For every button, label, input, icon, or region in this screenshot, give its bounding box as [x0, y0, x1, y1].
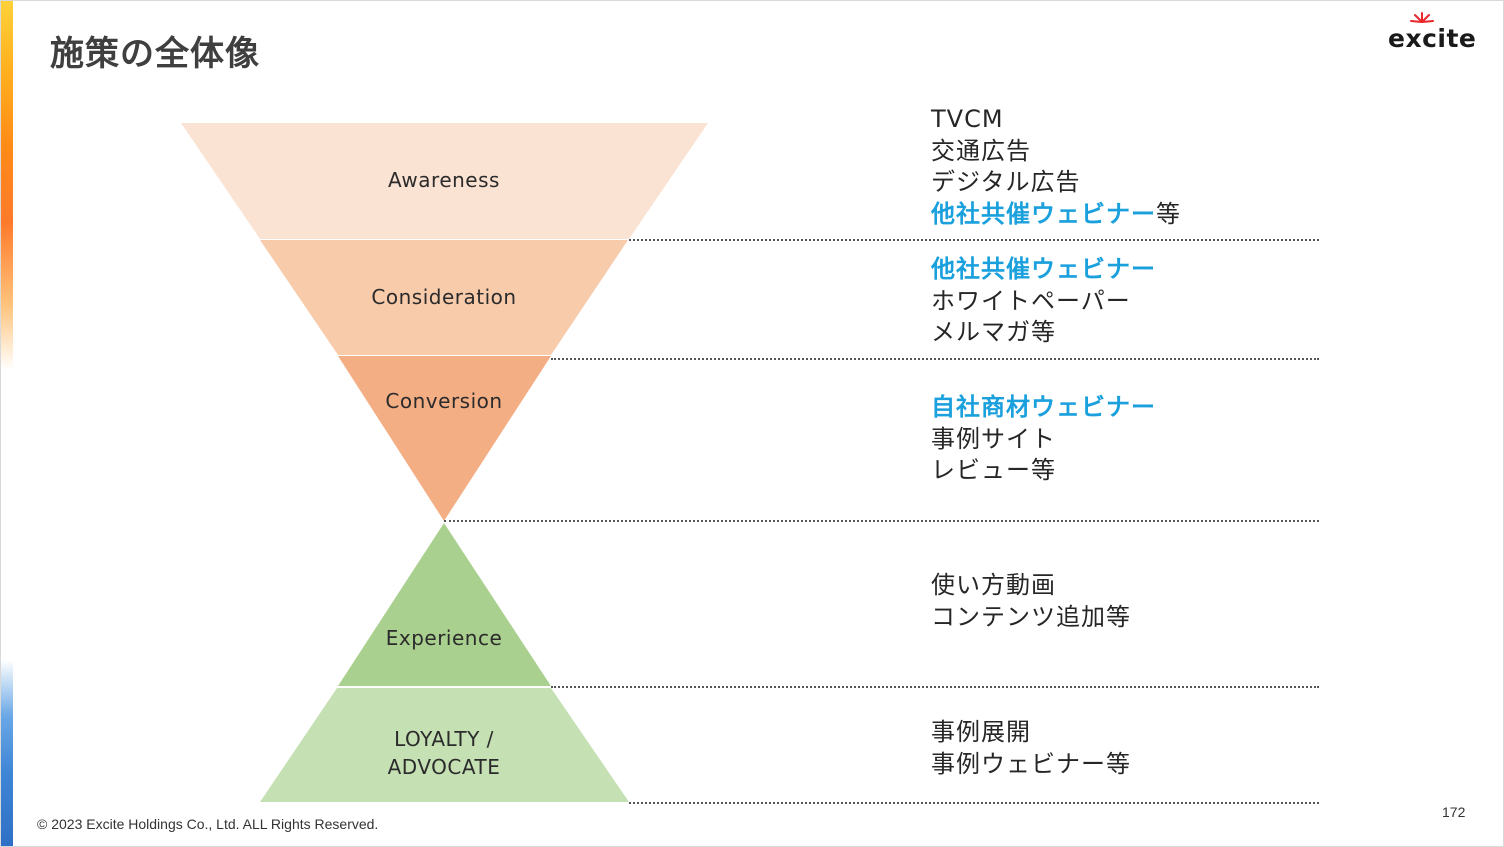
stage-loyalty-advocate: [260, 688, 629, 802]
tactic-item: 交通広告: [931, 136, 1031, 165]
logo-text: excite: [1388, 24, 1477, 53]
stage-consideration: [260, 240, 628, 355]
tactic-item: 他社共催ウェビナー等: [931, 199, 1181, 231]
tactic-item: 他社共催ウェビナー: [931, 254, 1156, 286]
tactic-item: コンテンツ追加等: [931, 602, 1131, 631]
tactics-awareness: TVCM 交通広告 デジタル広告 他社共催ウェビナー等: [931, 104, 1181, 230]
stage-label-loyalty-line1: LOYALTY /: [394, 727, 494, 751]
tactic-item: 自社商材ウェビナー: [931, 392, 1156, 424]
footer-copyright: © 2023 Excite Holdings Co., Ltd. ALL Rig…: [37, 816, 379, 832]
divider-line: [551, 686, 1319, 688]
stage-label-consideration: Consideration: [371, 285, 516, 309]
divider-line: [551, 358, 1319, 360]
tactic-item: ホワイトペーパー: [931, 286, 1131, 315]
stage-label-loyalty-line2: ADVOCATE: [388, 755, 501, 779]
logo-burst-icon: [1410, 12, 1434, 23]
stage-label-awareness: Awareness: [388, 168, 500, 192]
tactics-conversion: 自社商材ウェビナー 事例サイト レビュー等: [931, 392, 1156, 487]
stage-label-experience: Experience: [386, 626, 503, 650]
tactic-item: 事例ウェビナー等: [931, 749, 1131, 778]
excite-logo: excite: [1386, 10, 1482, 56]
stage-experience: [338, 523, 551, 686]
orange-accent-strip: [0, 0, 13, 370]
page-title: 施策の全体像: [50, 34, 260, 74]
tactic-suffix: 等: [1156, 199, 1181, 228]
divider-line: [629, 802, 1319, 804]
tactics-experience: 使い方動画 コンテンツ追加等: [931, 570, 1131, 633]
stage-conversion: [338, 356, 551, 521]
tactics-loyalty-advocate: 事例展開 事例ウェビナー等: [931, 717, 1131, 780]
tactic-item: TVCM: [931, 105, 1004, 133]
tactics-consideration: 他社共催ウェビナー ホワイトペーパー メルマガ等: [931, 254, 1156, 349]
stage-awareness: [181, 123, 708, 239]
highlighted-tactic: 他社共催ウェビナー: [931, 255, 1156, 283]
tactic-item: 使い方動画: [931, 571, 1056, 599]
tactic-item: 事例サイト: [931, 424, 1056, 453]
tactic-item: メルマガ等: [931, 318, 1056, 346]
stage-label-conversion: Conversion: [385, 389, 502, 413]
tactic-item: 事例展開: [931, 718, 1031, 746]
divider-line: [444, 520, 1319, 522]
tactic-item: デジタル広告: [931, 168, 1081, 196]
divider-line: [629, 239, 1319, 241]
highlighted-tactic: 他社共催ウェビナー: [931, 199, 1156, 228]
tactic-item: レビュー等: [931, 456, 1056, 484]
page-number: 172: [1442, 804, 1466, 820]
highlighted-tactic: 自社商材ウェビナー: [931, 393, 1156, 421]
blue-accent-strip: [0, 660, 13, 847]
